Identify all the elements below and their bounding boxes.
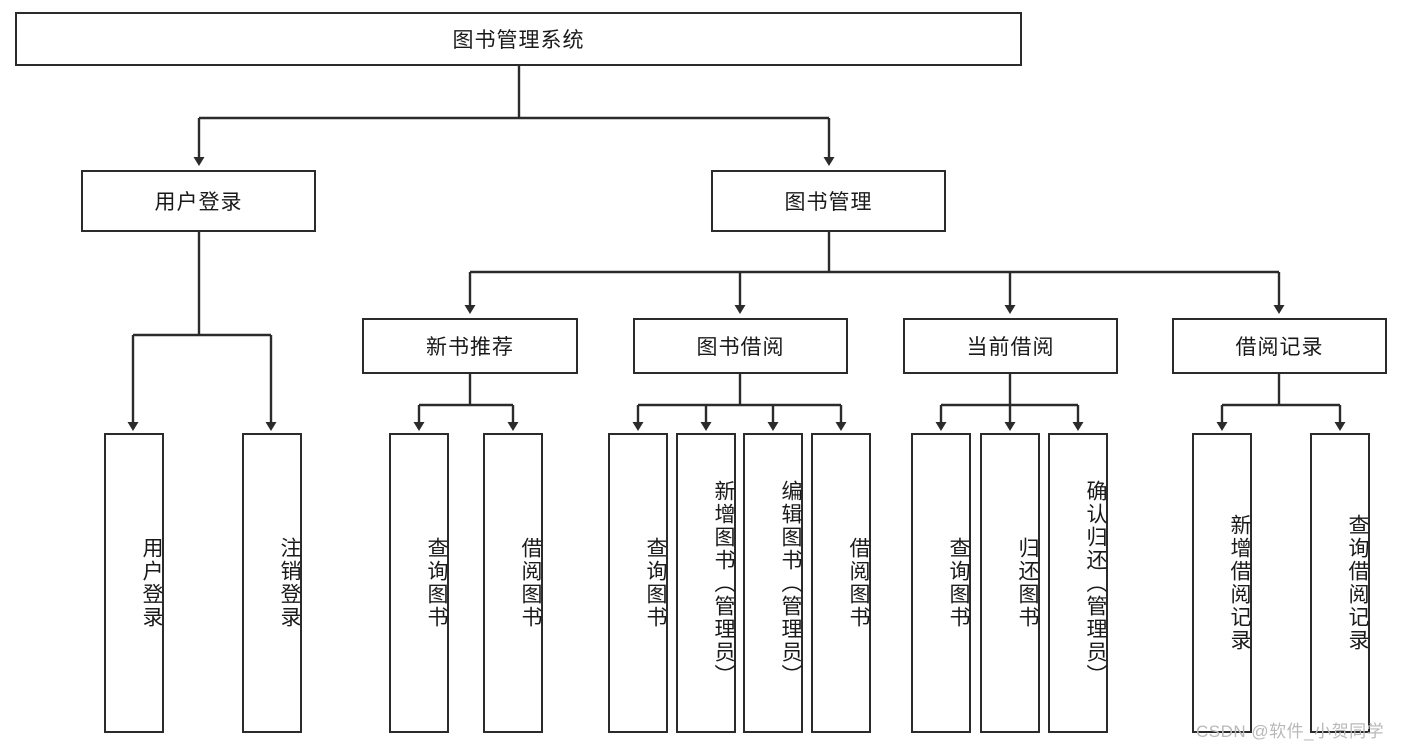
node-label: 图书管理系统: [452, 29, 585, 52]
node-label: 新增借阅记录: [1228, 514, 1251, 652]
node-borrow-record[interactable]: 借阅记录: [1172, 318, 1387, 374]
node-label: 查询借阅记录: [1346, 514, 1369, 652]
node-label: 注销登录: [278, 537, 301, 629]
node-label: 当前借阅: [966, 336, 1055, 359]
node-label: 图书借阅: [696, 336, 785, 359]
node-current-borrow[interactable]: 当前借阅: [903, 318, 1118, 374]
leaf-user-login-logout[interactable]: 注销登录: [242, 433, 302, 733]
node-label: 图书管理: [784, 191, 873, 214]
leaf-user-login-login[interactable]: 用户登录: [104, 433, 164, 733]
node-user-login[interactable]: 用户登录: [81, 170, 316, 232]
node-label: 用户登录: [140, 537, 163, 629]
leaf-book-borrow-query-book[interactable]: 查询图书: [608, 433, 668, 733]
leaf-current-borrow-confirm-return-admin[interactable]: 确认归还（管理员）: [1048, 433, 1108, 733]
leaf-book-borrow-edit-book-admin[interactable]: 编辑图书（管理员）: [743, 433, 803, 733]
node-label: 查询图书: [425, 537, 448, 629]
leaf-book-borrow-add-book-admin[interactable]: 新增图书（管理员）: [676, 433, 736, 733]
csdn-watermark: CSDN @软件_小贺同学: [1196, 717, 1384, 742]
node-label: 新书推荐: [426, 336, 514, 359]
node-label: 编辑图书（管理员）: [779, 479, 802, 687]
leaf-new-book-query-book[interactable]: 查询图书: [389, 433, 449, 733]
node-label: 用户登录: [154, 191, 243, 214]
node-root-book-management-system[interactable]: 图书管理系统: [15, 12, 1022, 66]
leaf-new-book-borrow-book[interactable]: 借阅图书: [483, 433, 543, 733]
leaf-borrow-record-query-record[interactable]: 查询借阅记录: [1310, 433, 1370, 733]
node-label: 新增图书（管理员）: [712, 479, 735, 687]
watermark-text: CSDN @软件_小贺同学: [1196, 722, 1385, 741]
node-new-book-recommend[interactable]: 新书推荐: [362, 318, 578, 374]
node-label: 借阅图书: [847, 537, 870, 629]
node-label: 归还图书: [1016, 537, 1039, 629]
leaf-borrow-record-add-record[interactable]: 新增借阅记录: [1192, 433, 1252, 733]
node-label: 借阅图书: [519, 537, 542, 629]
node-label: 查询图书: [947, 537, 970, 629]
node-book-management[interactable]: 图书管理: [711, 170, 946, 232]
node-label: 借阅记录: [1235, 336, 1324, 359]
node-label: 确认归还（管理员）: [1084, 479, 1107, 687]
node-book-borrow[interactable]: 图书借阅: [633, 318, 848, 374]
leaf-current-borrow-query-book[interactable]: 查询图书: [911, 433, 971, 733]
node-label: 查询图书: [644, 537, 667, 629]
leaf-current-borrow-return-book[interactable]: 归还图书: [980, 433, 1040, 733]
leaf-book-borrow-borrow-book[interactable]: 借阅图书: [811, 433, 871, 733]
